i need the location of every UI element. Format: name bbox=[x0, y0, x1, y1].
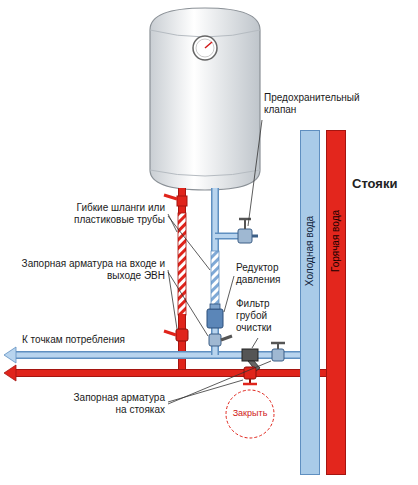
thermometer-gauge bbox=[193, 36, 217, 60]
heater-outlet-valve bbox=[176, 329, 188, 341]
leader-lines bbox=[168, 216, 210, 270]
action-label: Закрыть bbox=[226, 408, 274, 419]
hot-water-pipes bbox=[179, 314, 185, 373]
leader-lines bbox=[168, 214, 177, 232]
safety-valve bbox=[244, 219, 246, 229]
heater-outlet-valve bbox=[164, 331, 176, 335]
leader-lines bbox=[224, 276, 234, 312]
safety-valve bbox=[252, 235, 258, 238]
hot-water-pipes bbox=[4, 365, 16, 381]
thermometer-gauge bbox=[205, 42, 212, 48]
heater-outlet-valve bbox=[164, 329, 188, 341]
safety-valve bbox=[238, 229, 252, 243]
water-heater-tank bbox=[150, 170, 260, 176]
pressure-reducer bbox=[207, 309, 223, 328]
hot-water-pipes bbox=[178, 213, 186, 315]
part-label: Гибкие шланги или пластиковые трубы bbox=[30, 202, 165, 226]
hot-drain-tap bbox=[177, 196, 187, 206]
pressure-reducer bbox=[207, 304, 223, 328]
heater-inlet-valve bbox=[209, 334, 221, 346]
thermometer-gauge bbox=[193, 36, 217, 60]
cold-water-pipes bbox=[211, 251, 219, 305]
cold-water-pipes bbox=[14, 353, 302, 358]
heater-inlet-valve bbox=[209, 334, 232, 346]
hot-water-pipes bbox=[14, 369, 328, 377]
part-label: Запорная арматура на стояках bbox=[65, 392, 165, 416]
cold-riser-valve bbox=[271, 343, 285, 361]
hot-riser-valve bbox=[243, 383, 257, 386]
water-heater-tank bbox=[150, 8, 260, 190]
pressure-reducer bbox=[210, 304, 220, 309]
riser-label: Холодная вода bbox=[304, 216, 316, 286]
hot-riser-valve bbox=[244, 367, 256, 379]
part-label: Предохранительный клапан bbox=[264, 92, 384, 116]
water-heater-tank bbox=[150, 8, 260, 190]
close-highlight bbox=[226, 390, 274, 438]
hot-drain-tap bbox=[164, 195, 177, 199]
cold-water-pipes bbox=[4, 347, 16, 363]
cold-riser: Холодная вода bbox=[300, 130, 320, 475]
part-label: Редуктор давления bbox=[236, 262, 298, 286]
hot-water-pipes bbox=[178, 314, 186, 373]
cold-water-pipes bbox=[213, 188, 218, 252]
cold-riser-valve bbox=[271, 342, 285, 345]
coarse-filter bbox=[242, 349, 258, 361]
hot-drain-tap bbox=[164, 195, 187, 206]
leader-lines bbox=[248, 120, 262, 226]
leader-lines bbox=[168, 361, 271, 404]
part-label: Фильтр грубой очистки bbox=[236, 298, 298, 334]
safety-valve bbox=[238, 219, 258, 243]
hot-water-pipes bbox=[178, 188, 186, 214]
riser-label: Горячая вода bbox=[330, 210, 342, 272]
hot-water-pipes bbox=[14, 370, 328, 376]
cold-riser-valve bbox=[272, 349, 284, 361]
hot-water-pipes bbox=[4, 188, 328, 381]
direction-label: К точкам потребления bbox=[22, 334, 172, 346]
heater-inlet-valve bbox=[221, 336, 232, 340]
group-title: Стояки bbox=[352, 176, 414, 192]
leader-lines bbox=[252, 338, 258, 348]
part-label: Запорная арматура на входе и выходе ЭВН bbox=[20, 258, 165, 282]
hot-riser: Горячая вода bbox=[326, 130, 346, 475]
leader-lines bbox=[168, 272, 208, 336]
cold-water-pipes bbox=[14, 351, 302, 359]
cold-water-pipes bbox=[211, 188, 219, 252]
thermometer-gauge bbox=[196, 39, 214, 57]
cold-water-pipes bbox=[4, 188, 302, 363]
leader-lines bbox=[168, 380, 243, 402]
